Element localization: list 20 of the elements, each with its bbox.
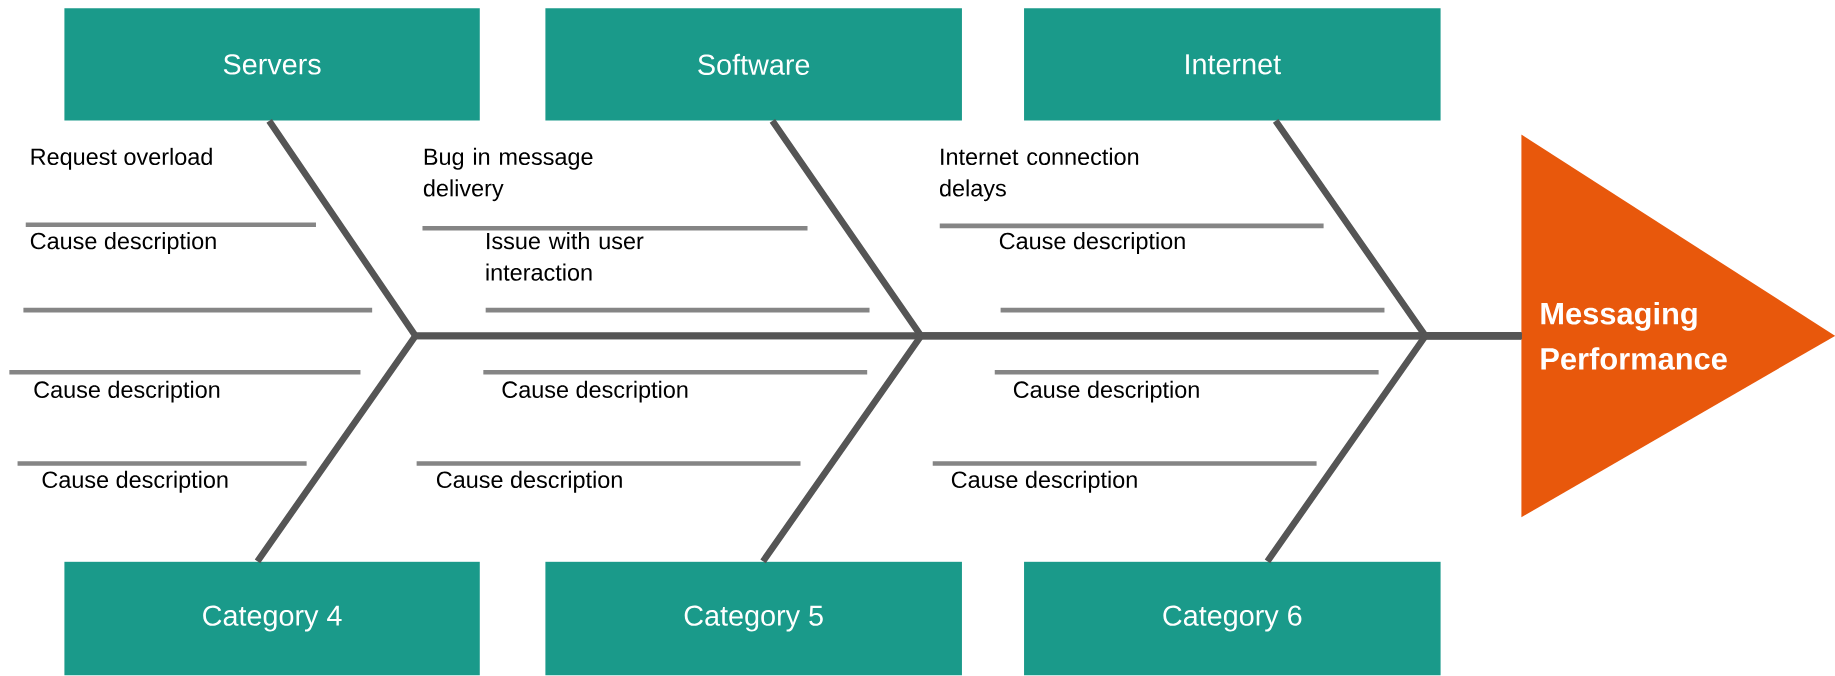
cause-text: Cause description	[951, 470, 1137, 493]
category-box: Category 6	[1024, 561, 1441, 676]
cause-text: Bug in message delivery	[423, 147, 593, 201]
cause-text: Issue with user interaction	[486, 231, 644, 281]
cause-text: Cause description	[34, 380, 220, 403]
category-box: Category 5	[545, 561, 962, 676]
category-box: Category 4	[64, 561, 480, 676]
cause-text: Cause description	[42, 470, 228, 493]
cause-text: Internet connection delays	[940, 147, 1139, 201]
cause-text: Cause description	[1013, 380, 1199, 403]
category-box: Software	[545, 8, 962, 121]
cause-text: Cause description	[30, 231, 216, 254]
fishbone-line	[1264, 332, 1522, 564]
cause-text: Cause description	[999, 231, 1185, 254]
category-box: Servers	[64, 8, 480, 121]
cause-text: Request overload	[31, 147, 212, 170]
cause-text: Cause description	[436, 470, 622, 493]
cause-text: Cause description	[502, 380, 688, 403]
category-box: Internet	[1024, 8, 1441, 121]
effect-triangle: Messaging Performance	[1521, 134, 1835, 518]
